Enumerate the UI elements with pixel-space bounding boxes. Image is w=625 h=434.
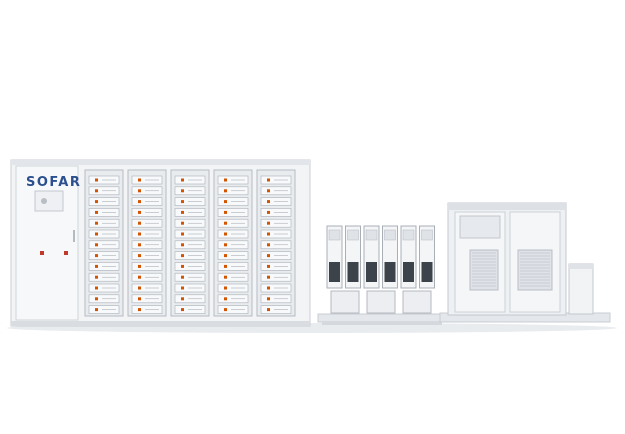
module-label-icon: [95, 200, 98, 204]
module-label-icon: [181, 210, 184, 214]
combiner-box: [366, 290, 396, 314]
cable-terminal: [384, 262, 396, 282]
module-label-icon: [267, 243, 270, 247]
module-label-icon: [224, 243, 227, 247]
module-label-icon: [138, 232, 141, 236]
auxiliary-tank: [568, 263, 594, 315]
pcs-skid: [317, 225, 447, 325]
module-label-icon: [181, 189, 184, 193]
pcs-module: [400, 225, 417, 289]
module-label-icon: [267, 210, 270, 214]
module-label-icon: [224, 189, 227, 193]
module-label-icon: [138, 210, 141, 214]
module-label-icon: [181, 308, 184, 312]
module-label-icon: [181, 243, 184, 247]
module-label-icon: [95, 178, 98, 182]
battery-rack: [213, 169, 253, 317]
module-label-icon: [224, 254, 227, 258]
module-label-icon: [267, 286, 270, 290]
battery-racks: [84, 169, 296, 317]
battery-rack: [256, 169, 296, 317]
combiner-box: [402, 290, 432, 314]
module-label-icon: [95, 264, 98, 268]
module-label-icon: [138, 221, 141, 225]
cable-terminal: [366, 262, 377, 282]
module-label-icon: [267, 232, 270, 236]
module-label-icon: [181, 232, 184, 236]
module-label-icon: [181, 254, 184, 258]
module-label-icon: [138, 264, 141, 268]
pcs-module: [363, 225, 380, 289]
module-label-icon: [181, 178, 184, 182]
door-handle-icon: [73, 230, 75, 242]
combiner-box: [330, 290, 360, 314]
module-label-icon: [95, 243, 98, 247]
module-label-icon: [95, 210, 98, 214]
module-label-icon: [95, 308, 98, 312]
module-label-icon: [181, 275, 184, 279]
module-label-icon: [267, 221, 270, 225]
module-label-icon: [267, 264, 270, 268]
module-label-icon: [95, 232, 98, 236]
pcs-module: [382, 225, 398, 289]
module-label-icon: [224, 308, 227, 312]
module-label-icon: [224, 221, 227, 225]
module-label-icon: [138, 178, 141, 182]
module-label-icon: [138, 286, 141, 290]
module-label-icon: [224, 264, 227, 268]
pcs-module: [419, 225, 435, 289]
cable-terminal: [329, 262, 340, 282]
module-label-icon: [224, 286, 227, 290]
module-label-icon: [181, 200, 184, 204]
module-label-icon: [181, 286, 184, 290]
module-label-icon: [138, 189, 141, 193]
module-label-icon: [138, 297, 141, 301]
cable-terminal: [421, 262, 433, 282]
pcs-module: [345, 225, 361, 289]
brand-logo: SOFAR: [26, 175, 82, 190]
module-label-icon: [138, 200, 141, 204]
module-label-icon: [138, 275, 141, 279]
module-label-icon: [138, 308, 141, 312]
indicator-icon: [41, 198, 47, 204]
module-label-icon: [224, 297, 227, 301]
display-panel: [34, 190, 64, 212]
module-label-icon: [267, 254, 270, 258]
status-light-icon: [64, 251, 68, 255]
battery-rack: [127, 169, 167, 317]
battery-container: [10, 159, 311, 327]
module-label-icon: [138, 243, 141, 247]
module-label-icon: [95, 286, 98, 290]
module-label-icon: [95, 297, 98, 301]
module-label-icon: [267, 178, 270, 182]
module-label-icon: [267, 189, 270, 193]
module-label-icon: [181, 297, 184, 301]
battery-rack: [170, 169, 210, 317]
module-label-icon: [224, 210, 227, 214]
module-label-icon: [181, 221, 184, 225]
module-label-icon: [267, 200, 270, 204]
module-label-icon: [224, 232, 227, 236]
emergency-stop-icon: [40, 251, 44, 255]
module-label-icon: [267, 308, 270, 312]
module-label-icon: [267, 275, 270, 279]
pcs-module: [326, 225, 343, 289]
cable-terminal: [403, 262, 414, 282]
module-label-icon: [181, 264, 184, 268]
transformer-skid: [439, 202, 611, 323]
module-label-icon: [95, 221, 98, 225]
battery-rack: [84, 169, 124, 317]
module-label-icon: [224, 275, 227, 279]
module-label-icon: [95, 189, 98, 193]
module-label-icon: [267, 297, 270, 301]
pcs-modules: [326, 225, 435, 314]
module-label-icon: [138, 254, 141, 258]
module-label-icon: [224, 200, 227, 204]
cable-terminal: [347, 262, 359, 282]
module-label-icon: [95, 275, 98, 279]
module-label-icon: [224, 178, 227, 182]
module-label-icon: [95, 254, 98, 258]
